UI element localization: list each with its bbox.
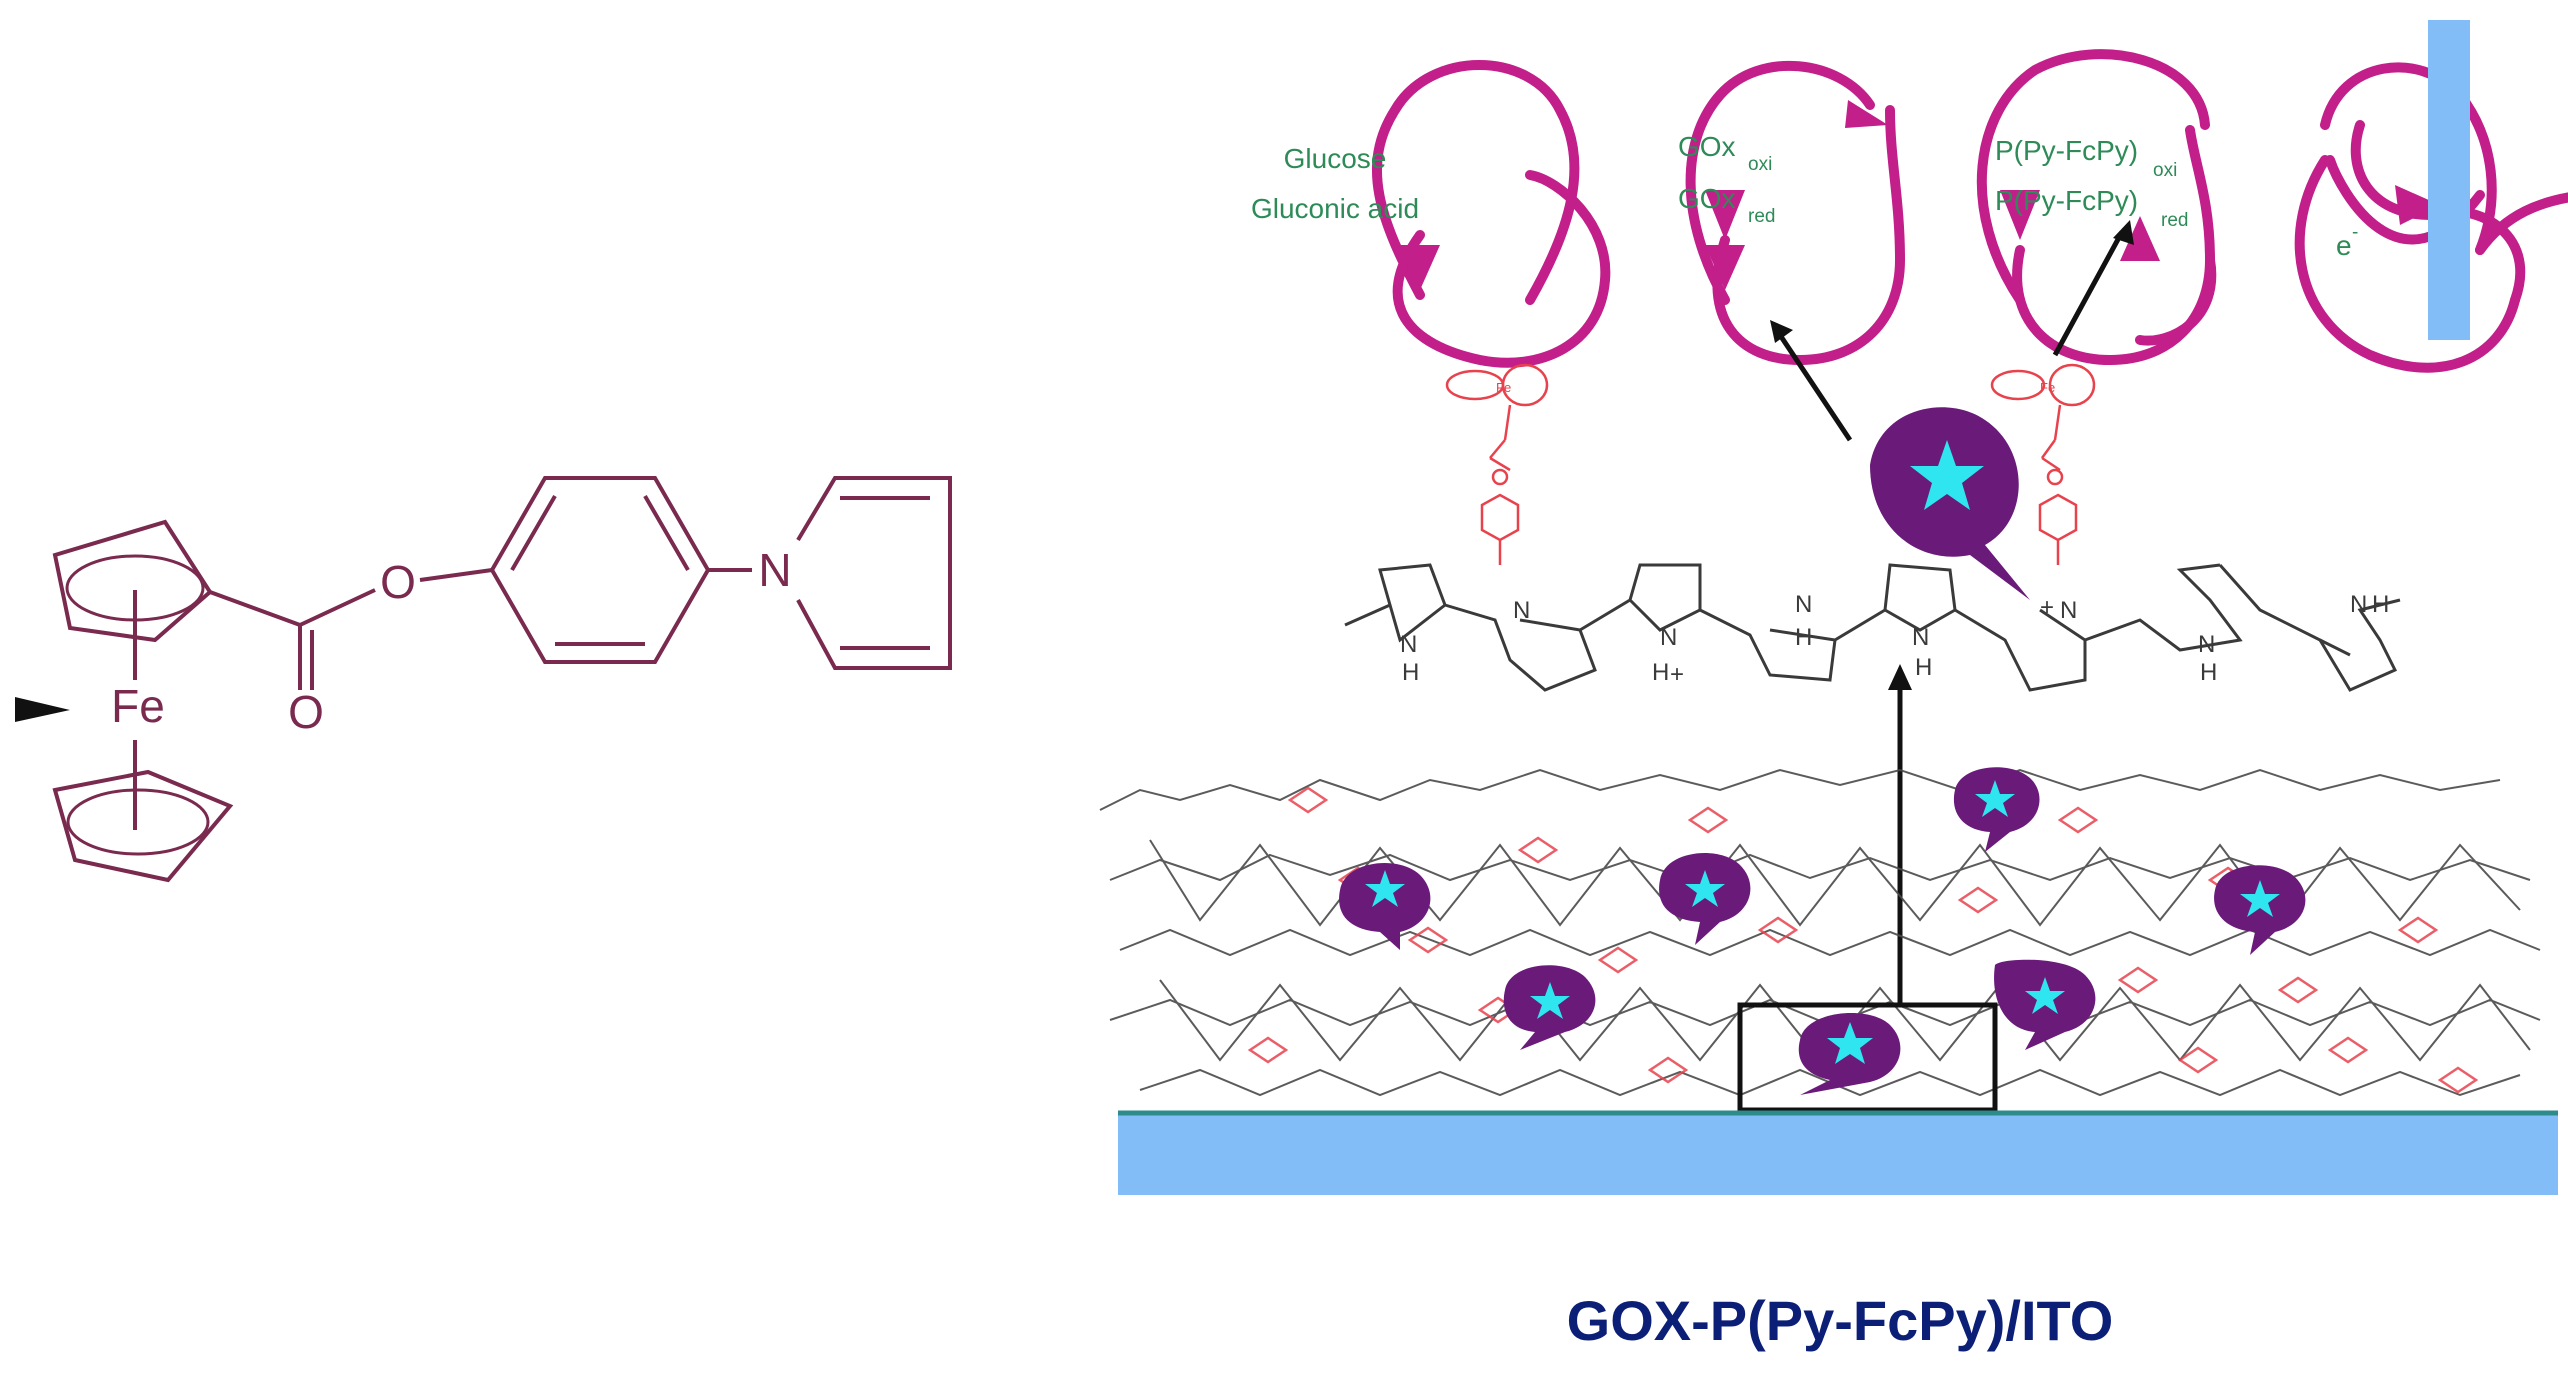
chain-h-7: H	[2200, 659, 2217, 686]
pyrrole-ring	[796, 476, 952, 670]
top-cp-ring	[52, 519, 213, 643]
pendant-ferrocene-left	[1445, 363, 1549, 565]
electron-label: e	[2336, 230, 2352, 261]
enzyme-bubble-6	[1994, 959, 2096, 1050]
chain-h-4: H	[1795, 624, 1812, 651]
bottom-cp-ring	[52, 769, 234, 883]
electron-charge: -	[2352, 222, 2358, 243]
chain-n-8: N	[2350, 591, 2367, 618]
chain-h-8: H	[2372, 591, 2389, 618]
polymer-red-subscript: red	[2161, 210, 2188, 231]
zoom-box	[1737, 1002, 1998, 1113]
chain-n-7: N	[2198, 631, 2215, 658]
chain-n-1: N	[1400, 631, 1417, 658]
polymer-oxi-label: P(Py-FcPy)	[1995, 135, 2138, 166]
polymer-oxi-subscript: oxi	[2153, 160, 2177, 181]
enzyme-bubble-7	[1798, 1013, 1901, 1095]
chain-n-6: N	[2060, 597, 2077, 624]
pendant-fe-right: Fe	[2040, 380, 2055, 395]
enzyme-bubble-3	[1953, 767, 2040, 852]
connection-arrows	[1770, 220, 2134, 1005]
chain-plus-2: +	[2040, 594, 2054, 621]
pendant-fe-left: Fe	[1496, 380, 1511, 395]
polymer-chain	[1344, 563, 2401, 692]
redox-cycles	[1372, 49, 2568, 373]
chain-h-3: H	[1652, 659, 1669, 686]
gox-oxi-label: GOx	[1678, 131, 1736, 162]
gluconic-acid-label: Gluconic acid	[1251, 193, 1419, 224]
chain-h-1: H	[1402, 659, 1419, 686]
enzyme-bubble-5	[1503, 965, 1596, 1050]
pendant-ferrocene-right	[1990, 363, 2096, 565]
gox-red-label: GOx	[1678, 183, 1736, 214]
electrode-plate-top	[2428, 20, 2470, 340]
pointer-arrowhead	[15, 697, 70, 722]
electrode-plate-bottom	[1118, 1113, 2558, 1195]
fe-atom-label: Fe	[111, 680, 165, 732]
chain-plus-1: +	[1670, 661, 1684, 688]
gox-red-subscript: red	[1748, 206, 1775, 227]
pyrrole-nitrogen-label: N	[758, 544, 791, 596]
carbonyl-oxygen-label: O	[288, 686, 324, 738]
enzyme-bubble-1	[1339, 863, 1431, 950]
chain-n-5: N	[1912, 624, 1929, 651]
film-enzymes	[1339, 767, 2306, 1095]
chain-atom-labels: N H N N H + N H N H + N N H N H	[1400, 591, 2389, 688]
glucose-label: Glucose	[1284, 143, 1387, 174]
enzyme-bubble-main	[1870, 407, 2030, 600]
ester-oxygen-label: O	[380, 556, 416, 608]
monomer-structure	[15, 476, 952, 883]
polymer-red-label: P(Py-FcPy)	[1995, 185, 2138, 216]
chain-h-5: H	[1915, 654, 1932, 681]
cycle-arrowheads	[1398, 100, 2440, 290]
enzyme-bubble-4	[2214, 865, 2306, 955]
gox-oxi-subscript: oxi	[1748, 154, 1772, 175]
phenyl-ring	[489, 476, 711, 664]
enzyme-bubble-2	[1659, 853, 1751, 945]
chain-n-2: N	[1513, 597, 1530, 624]
figure-caption: GOX-P(Py-FcPy)/ITO	[1567, 1289, 2114, 1352]
chain-n-4: N	[1795, 591, 1812, 618]
chain-n-3: N	[1660, 624, 1677, 651]
